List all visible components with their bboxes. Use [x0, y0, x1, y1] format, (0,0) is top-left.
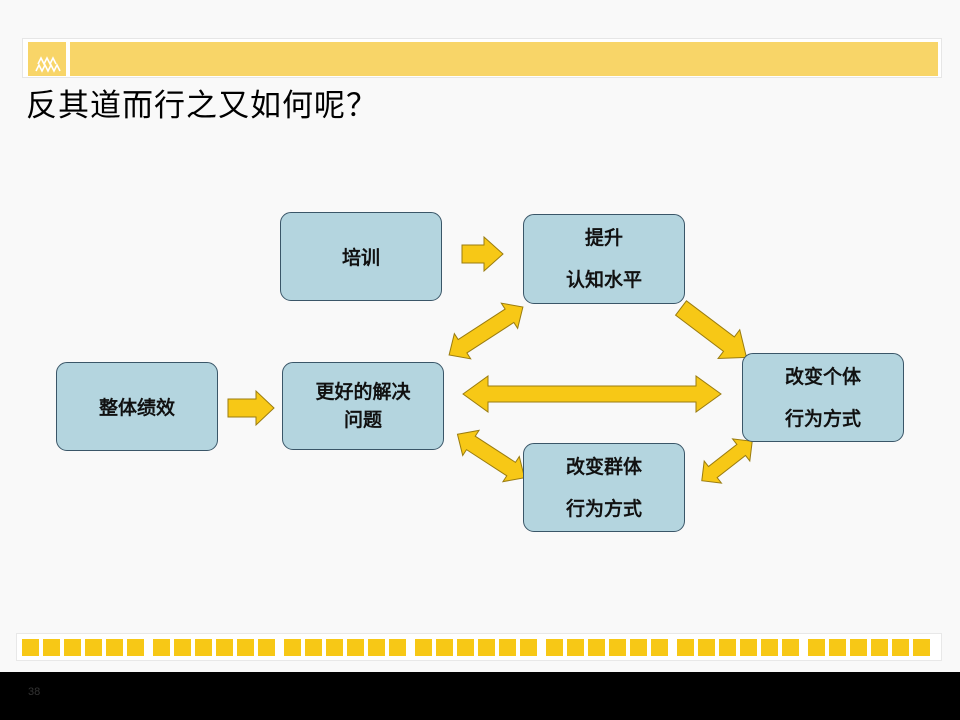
arrow-cognition-to-individual [674, 300, 748, 360]
footer-decoration [16, 633, 942, 661]
node-individual-behavior: 改变个体 行为方式 [742, 353, 904, 442]
node-training-line-1: 培训 [341, 247, 380, 269]
footer-block [546, 639, 563, 656]
footer-block [216, 639, 233, 656]
footer-block [43, 639, 60, 656]
flow-arrows [227, 235, 753, 484]
footer-block [677, 639, 694, 656]
footer-block [609, 639, 626, 656]
footer-block [326, 639, 343, 656]
footer-block [588, 639, 605, 656]
footer-block [520, 639, 537, 656]
footer-block [567, 639, 584, 656]
logo-icon [28, 42, 66, 76]
node-solve-line-2: 问题 [343, 409, 382, 431]
header-band [22, 38, 942, 78]
footer-block [499, 639, 516, 656]
footer-block [22, 639, 39, 656]
arrow-training-to-cognition [461, 235, 504, 273]
node-group-line-1: 改变群体 [565, 455, 642, 478]
node-individual-line-1: 改变个体 [784, 365, 861, 388]
footer-block [153, 639, 170, 656]
node-overall-performance: 整体绩效 [56, 362, 218, 451]
node-individual-line-2: 行为方式 [784, 407, 861, 430]
footer-block [651, 639, 668, 656]
footer-block [174, 639, 191, 656]
footer-block [892, 639, 909, 656]
footer-block [436, 639, 453, 656]
header-bar [70, 42, 938, 76]
slide-number: 38 [28, 686, 41, 698]
footer-block [237, 639, 254, 656]
footer-block [761, 639, 778, 656]
presentation-bottom-bar [0, 672, 960, 720]
footer-block [630, 639, 647, 656]
footer-block [347, 639, 364, 656]
footer-block [457, 639, 474, 656]
double-arrow-solve-cognition [448, 302, 524, 360]
double-arrow-solve-individual [462, 375, 722, 413]
footer-block [808, 639, 825, 656]
footer-block [64, 639, 81, 656]
footer-block [871, 639, 888, 656]
footer-block [305, 639, 322, 656]
slide: 反其道而行之又如何呢？ 培训 提升 认知水平 改变个体 行为方式 整体绩效 更好… [0, 0, 960, 672]
footer-block [127, 639, 144, 656]
footer-block [195, 639, 212, 656]
double-arrow-solve-group [456, 429, 526, 483]
footer-block [913, 639, 930, 656]
node-cognition: 提升 认知水平 [523, 214, 685, 304]
node-cognition-line-1: 提升 [584, 227, 623, 249]
footer-block [258, 639, 275, 656]
page-title: 反其道而行之又如何呢？ [26, 88, 378, 124]
node-group-line-2: 行为方式 [565, 497, 642, 520]
arrow-performance-to-solve [227, 389, 275, 427]
node-overall-line-1: 整体绩效 [98, 397, 175, 419]
footer-block [368, 639, 385, 656]
node-solve-problem: 更好的解决 问题 [282, 362, 444, 450]
footer-block [106, 639, 123, 656]
node-group-behavior: 改变群体 行为方式 [523, 443, 685, 532]
footer-block [719, 639, 736, 656]
node-cognition-line-2: 认知水平 [565, 269, 642, 291]
footer-block [850, 639, 867, 656]
footer-block [698, 639, 715, 656]
footer-block [782, 639, 799, 656]
footer-block [415, 639, 432, 656]
node-solve-line-1: 更好的解决 [315, 381, 411, 403]
footer-block [740, 639, 757, 656]
footer-block [829, 639, 846, 656]
footer-block [389, 639, 406, 656]
footer-block [284, 639, 301, 656]
node-training: 培训 [280, 212, 442, 301]
footer-block [85, 639, 102, 656]
footer-block [478, 639, 495, 656]
